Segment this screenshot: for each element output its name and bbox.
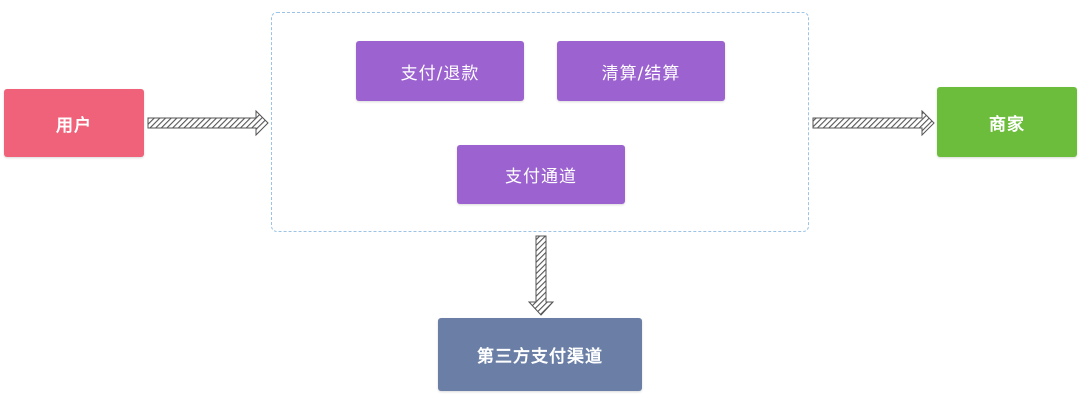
- arrow-system-to-merchant: [812, 109, 935, 137]
- user-node: 用户: [4, 89, 144, 157]
- arrow-system-to-third-party: [527, 235, 555, 316]
- third-party-channel-node: 第三方支付渠道: [438, 318, 642, 391]
- merchant-node: 商家: [937, 87, 1077, 157]
- pay-refund-node: 支付/退款: [356, 41, 524, 101]
- arrow-user-to-system: [147, 109, 269, 137]
- payment-channel-node: 支付通道: [457, 145, 625, 204]
- clearing-settlement-node: 清算/结算: [557, 41, 725, 101]
- payment-system-group: [271, 12, 809, 232]
